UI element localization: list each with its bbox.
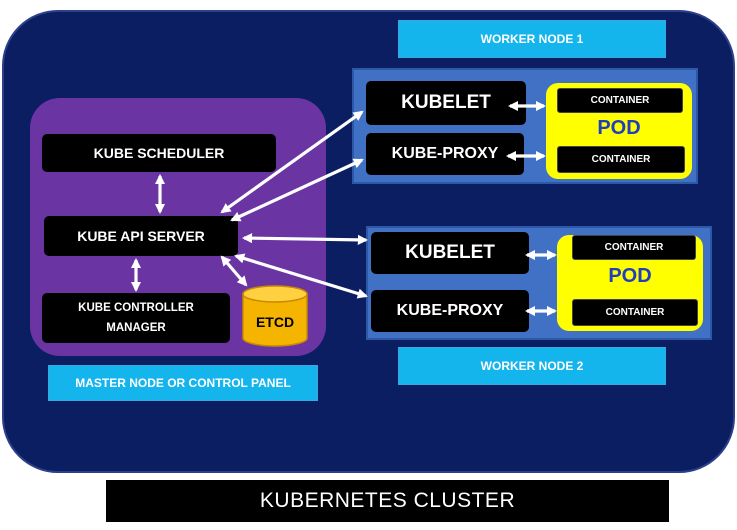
kube-api-server-box: KUBE API SERVER xyxy=(44,216,238,256)
worker-node-2-title: WORKER NODE 2 xyxy=(398,347,666,385)
controller-manager-line2: MANAGER xyxy=(106,322,166,334)
worker1-kube-proxy-box: KUBE-PROXY xyxy=(366,133,524,175)
worker1-pod-label: POD xyxy=(597,116,641,139)
arrow-api-kubelet1 xyxy=(220,110,364,214)
worker1-container-a: CONTAINER xyxy=(557,88,683,113)
worker-node-1-title: WORKER NODE 1 xyxy=(398,20,666,58)
arrow-api-proxy1 xyxy=(230,158,364,222)
arrow-api-kubelet2 xyxy=(241,233,369,245)
arrow-api-proxy2 xyxy=(234,253,368,299)
master-node-caption: MASTER NODE OR CONTROL PANEL xyxy=(48,365,318,401)
arrow-api-etcd xyxy=(220,255,248,287)
worker2-kubelet-box: KUBELET xyxy=(371,232,529,274)
worker2-container-b: CONTAINER xyxy=(572,299,698,326)
controller-manager-line1: KUBE CONTROLLER xyxy=(78,302,194,314)
etcd-label: ETCD xyxy=(255,314,295,330)
worker1-kubelet-box: KUBELET xyxy=(366,81,526,125)
worker1-container-b: CONTAINER xyxy=(557,146,685,173)
kube-controller-manager-box: KUBE CONTROLLER MANAGER xyxy=(42,293,230,343)
kubernetes-cluster-label: KUBERNETES CLUSTER xyxy=(106,480,669,522)
worker2-container-a: CONTAINER xyxy=(572,235,696,260)
worker2-kube-proxy-box: KUBE-PROXY xyxy=(371,290,529,332)
worker2-pod-label: POD xyxy=(608,264,652,287)
